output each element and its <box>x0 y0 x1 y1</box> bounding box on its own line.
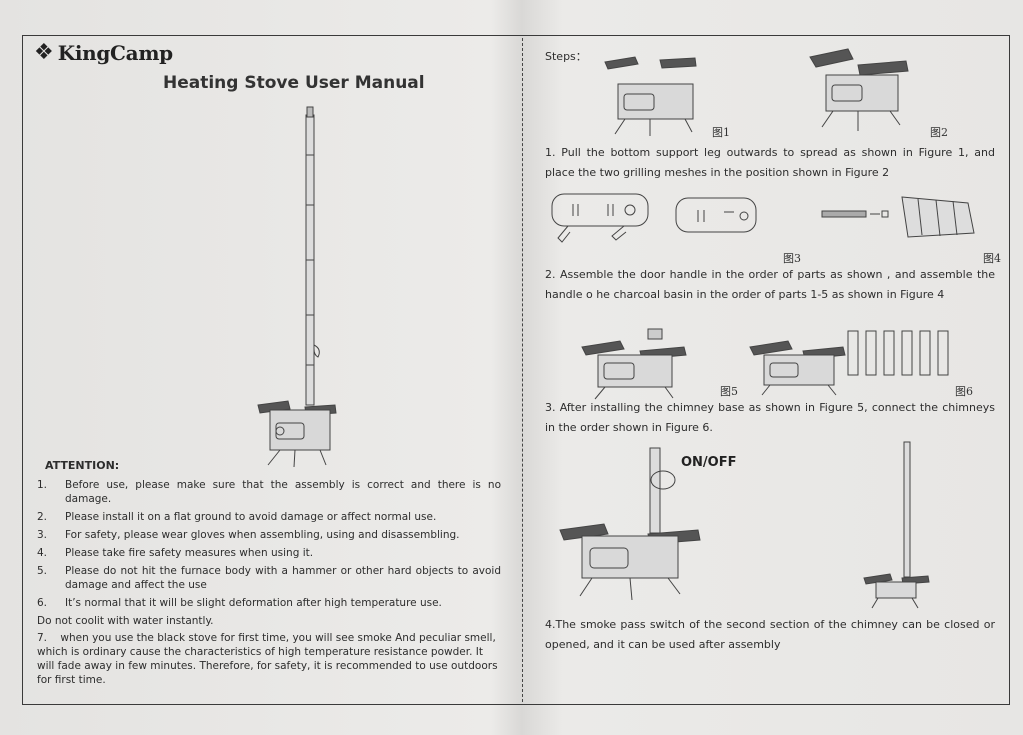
stove-illustration-icon <box>600 52 705 137</box>
step-4-text: 4.The smoke pass switch of the second se… <box>545 618 995 651</box>
list-item: 6. It’s normal that it will be slight def… <box>37 596 501 610</box>
stove-illustration-icon <box>808 45 913 135</box>
item-number: 4. <box>37 547 48 559</box>
figure-label: 图1 <box>712 126 730 139</box>
item-number: 7. <box>37 632 48 644</box>
stove-illustration-icon <box>580 325 690 400</box>
item-number: 5. <box>37 565 48 577</box>
item-text: when you use the black stove for first t… <box>37 632 498 686</box>
attention-list: 1. Before use, please make sure that the … <box>37 478 501 687</box>
figure-label: 图3 <box>783 252 801 265</box>
kingcamp-logo-icon: ❖ <box>34 40 54 65</box>
list-item: 2. Please install it on a flat ground to … <box>37 510 501 524</box>
item-number: 3. <box>37 529 48 541</box>
door-handle-icon <box>548 190 763 248</box>
item-number: 6. <box>37 597 48 609</box>
list-item: 1. Before use, please make sure that the … <box>37 478 501 506</box>
item-number: 1. <box>37 479 48 491</box>
brand-logo: ❖ KingCamp <box>34 40 173 65</box>
step-1-text: 1. Pull the bottom support leg outwards … <box>545 146 995 179</box>
figure-label: 图2 <box>930 126 948 139</box>
item-text: Please do not hit the furnace body with … <box>65 565 501 591</box>
page-border <box>22 35 1010 705</box>
stove-illustration-icon <box>558 448 703 603</box>
item-text: Before use, please make sure that the as… <box>65 479 501 505</box>
item-text: Please take fire safety measures when us… <box>65 547 314 559</box>
item-number: 2. <box>37 511 48 523</box>
charcoal-basin-icon <box>818 193 978 245</box>
attention-note: Do not coolit with water instantly. <box>37 615 214 627</box>
item-text: Please install it on a flat ground to av… <box>65 511 437 523</box>
item-text: It’s normal that it will be slight defor… <box>65 597 442 609</box>
chimney-section-icon <box>748 325 958 397</box>
steps-heading: Steps： <box>545 50 587 63</box>
item-text: For safety, please wear gloves when asse… <box>65 529 460 541</box>
list-item: 3. For safety, please wear gloves when as… <box>37 528 501 542</box>
figure-label: 图4 <box>983 252 1001 265</box>
figure-label: 图6 <box>955 385 973 398</box>
fold-line <box>522 38 523 702</box>
brand-name: KingCamp <box>57 40 173 65</box>
step-2-text: 2. Assemble the door handle in the order… <box>545 268 995 301</box>
list-item: 4. Please take fire safety measures when … <box>37 546 501 560</box>
switch-label: ON/OFF <box>681 455 737 470</box>
step-3-text: 3. After installing the chimney base as … <box>545 401 995 434</box>
figure-label: 图5 <box>720 385 738 398</box>
stove-illustration-icon <box>862 440 932 610</box>
list-item: 5. Please do not hit the furnace body wit… <box>37 564 501 592</box>
page-title: Heating Stove User Manual <box>163 73 425 93</box>
attention-heading: ATTENTION: <box>45 459 120 472</box>
stove-illustration-icon <box>250 105 345 470</box>
list-item: 7. when you use the black stove for firs… <box>37 631 501 687</box>
